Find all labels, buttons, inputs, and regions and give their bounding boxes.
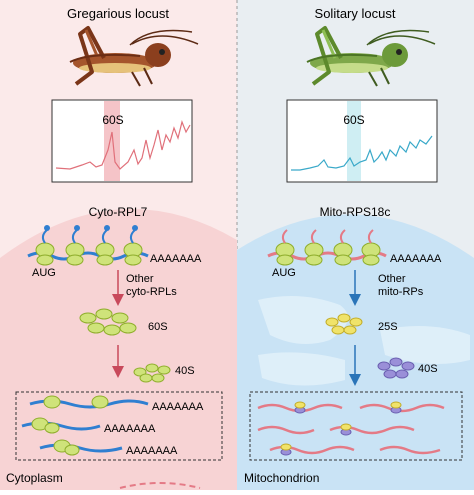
left-polysome-box <box>15 391 223 461</box>
left-poly-a: AAAAAAA <box>150 253 202 265</box>
right-sedimentation-profile: 60S <box>286 99 438 183</box>
right-trace-line <box>291 135 433 171</box>
right-peak-highlight <box>347 101 361 181</box>
right-polysome-box <box>249 391 463 461</box>
left-other-label: Other <box>126 273 154 285</box>
mito-crista <box>380 326 470 364</box>
right-poly-a: AAAAAAA <box>390 253 442 265</box>
left-polysome-tail-3: AAAAAAA <box>126 445 178 457</box>
left-60s-subunits <box>79 308 137 336</box>
right-polysomes <box>257 401 445 456</box>
left-bottom-dashes <box>119 482 201 489</box>
left-large-subunit-label: 60S <box>148 321 168 333</box>
right-mrna-complex <box>267 229 387 266</box>
right-gene-label: Mito-RPS18c <box>320 205 391 219</box>
right-25s-subunits <box>325 313 363 335</box>
left-peak-label: 60S <box>102 113 123 127</box>
left-sedimentation-profile: 60S <box>51 99 193 183</box>
right-other-label: Other <box>378 273 406 285</box>
left-title: Gregarious locust <box>67 6 169 21</box>
left-mrna-complex <box>27 225 149 266</box>
left-trace-line <box>55 120 191 170</box>
left-peak-highlight <box>104 101 120 181</box>
right-peak-label: 60S <box>343 113 364 127</box>
left-other-label-2: cyto-RPLs <box>126 286 177 298</box>
mitochondrion-label: Mitochondrion <box>244 471 319 485</box>
right-large-subunit-label: 25S <box>378 321 398 333</box>
left-40s-subunits <box>133 363 171 383</box>
mito-crista <box>258 296 348 344</box>
mito-crista <box>258 352 345 386</box>
right-start-codon: AUG <box>272 267 296 279</box>
left-polysomes <box>21 395 149 456</box>
left-gene-label: Cyto-RPL7 <box>89 205 148 219</box>
solitary-locust-illustration <box>306 26 436 87</box>
left-polysome-tail-2: AAAAAAA <box>104 423 156 435</box>
right-title: Solitary locust <box>315 6 396 21</box>
gregarious-locust-illustration <box>69 26 199 87</box>
left-start-codon: AUG <box>32 267 56 279</box>
cytoplasm-label: Cytoplasm <box>6 471 63 485</box>
right-small-subunit-label: 40S <box>418 363 438 375</box>
left-polysome-tail-1: AAAAAAA <box>152 401 204 413</box>
right-other-label-2: mito-RPs <box>378 286 424 298</box>
right-40s-subunits <box>377 357 415 379</box>
left-small-subunit-label: 40S <box>175 365 195 377</box>
